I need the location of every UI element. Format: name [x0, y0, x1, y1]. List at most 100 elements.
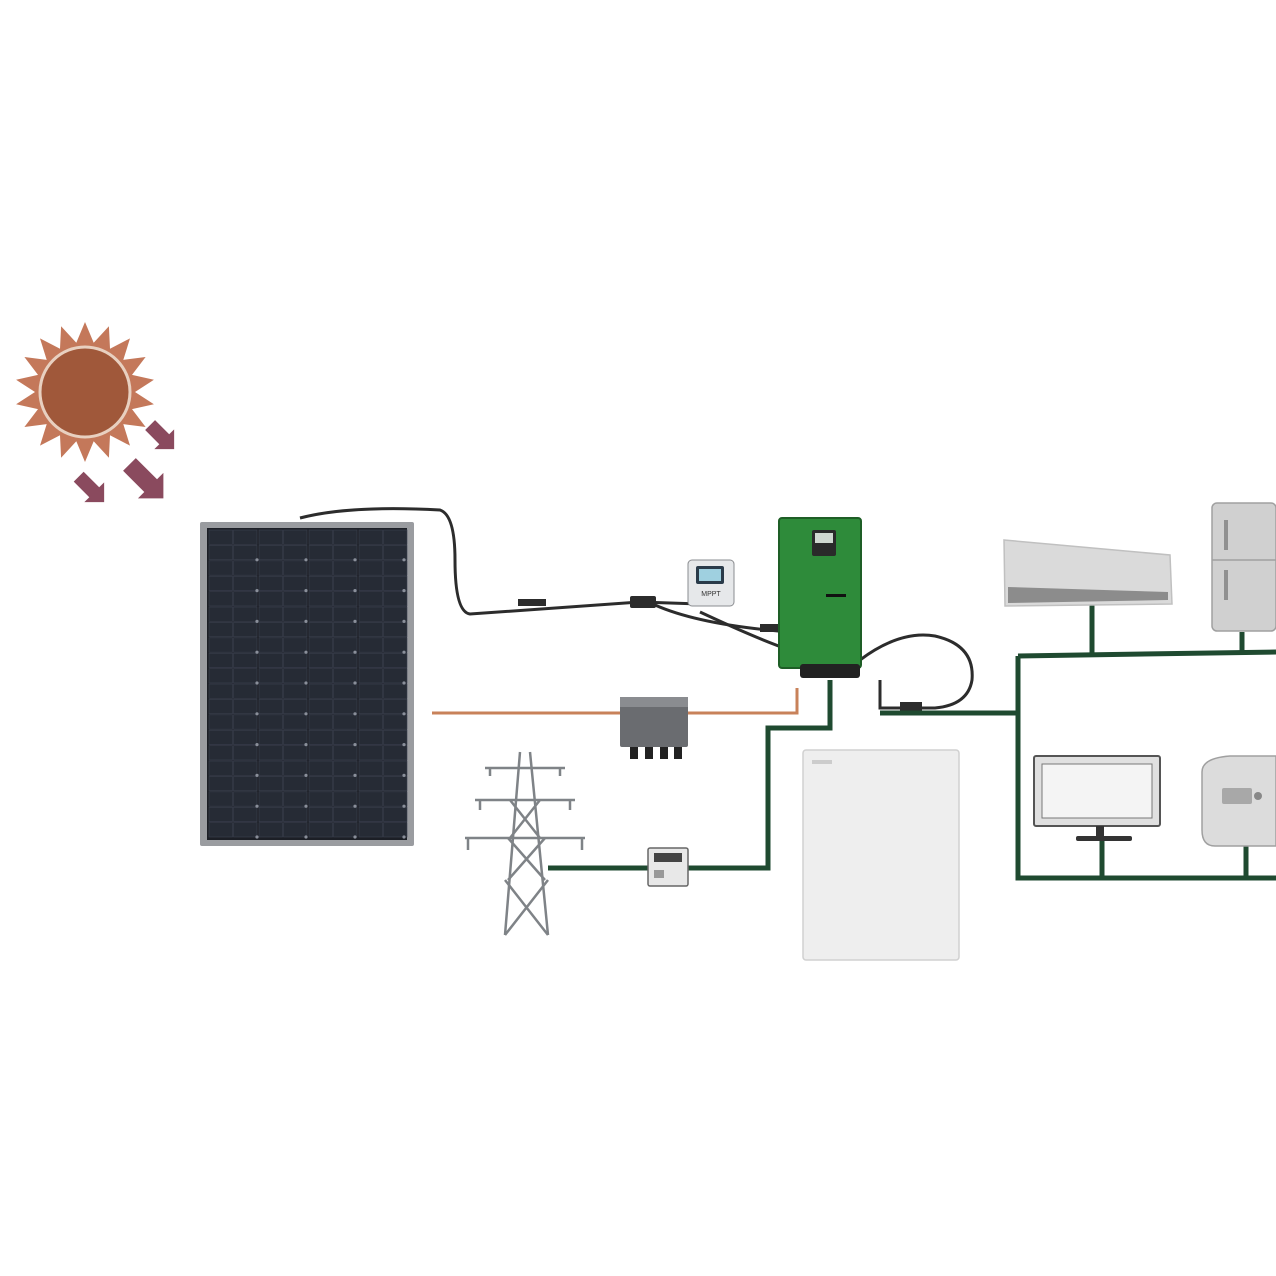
solar-cell — [258, 745, 283, 761]
solar-cell — [283, 791, 308, 807]
sun-icon — [16, 322, 154, 462]
solar-cell — [258, 683, 283, 699]
battery-icon — [802, 749, 960, 961]
solar-cell — [383, 760, 408, 776]
solar-cell — [383, 776, 408, 792]
solar-cell — [233, 560, 258, 576]
solar-cell — [333, 545, 358, 561]
solar-cell — [333, 822, 358, 838]
solar-cell — [258, 529, 283, 545]
solar-cell — [208, 683, 233, 699]
solar-cell — [333, 776, 358, 792]
cell-junction — [255, 619, 259, 624]
solar-cell — [233, 822, 258, 838]
solar-cell — [358, 806, 383, 822]
solar-cell — [383, 545, 408, 561]
cell-junction — [255, 681, 259, 685]
arrow-icon — [73, 471, 105, 503]
solar-cell — [233, 637, 258, 653]
solar-cell — [333, 791, 358, 807]
solar-cell — [383, 560, 408, 576]
solar-cell — [208, 529, 233, 545]
solar-cell — [383, 822, 408, 838]
cell-junction — [402, 650, 406, 654]
solar-cell — [283, 760, 308, 776]
solar-cell — [208, 668, 233, 684]
solar-cell — [358, 606, 383, 622]
junction-box-icon — [620, 697, 688, 759]
solar-cell — [233, 575, 258, 591]
solar-cell — [308, 714, 333, 730]
cell-junction — [402, 712, 406, 716]
solar-cell — [333, 637, 358, 653]
solar-cell — [208, 776, 233, 792]
solar-cell — [358, 683, 383, 699]
solar-cell — [308, 791, 333, 807]
solar-cell — [283, 699, 308, 715]
solar-cell — [233, 683, 258, 699]
solar-cell — [283, 560, 308, 576]
solar-cell — [283, 668, 308, 684]
solar-cell — [258, 760, 283, 776]
cell-junction — [255, 804, 259, 808]
solar-cell — [308, 776, 333, 792]
cable-connector — [518, 599, 546, 606]
cell-junction — [353, 712, 357, 716]
solar-cell — [308, 699, 333, 715]
air-conditioner-icon — [1003, 539, 1173, 607]
cell-junction — [353, 743, 357, 747]
cell-junction — [353, 589, 357, 593]
solar-cell — [233, 668, 258, 684]
solar-cell — [233, 622, 258, 638]
solar-cell — [258, 776, 283, 792]
solar-cell — [333, 560, 358, 576]
solar-cell — [358, 760, 383, 776]
cell-junction — [255, 558, 259, 562]
solar-cell — [208, 760, 233, 776]
cell-junction — [255, 712, 259, 716]
cell-junction — [304, 804, 308, 808]
solar-cell — [308, 729, 333, 745]
solar-cell — [233, 729, 258, 745]
solar-cell — [258, 714, 283, 730]
solar-cell — [283, 591, 308, 607]
solar-cell — [333, 699, 358, 715]
solar-cell — [208, 622, 233, 638]
solar-cell — [308, 652, 333, 668]
solar-cell — [208, 791, 233, 807]
solar-cell — [283, 714, 308, 730]
solar-cell — [308, 683, 333, 699]
solar-cell — [208, 699, 233, 715]
solar-cell — [358, 714, 383, 730]
cell-junction — [353, 558, 357, 562]
charge-controller-icon: MPPT — [687, 559, 735, 607]
solar-cell — [308, 822, 333, 838]
cell-junction — [304, 681, 308, 685]
solar-cell — [358, 637, 383, 653]
cell-junction — [304, 743, 308, 747]
solar-cell — [283, 529, 308, 545]
cell-junction — [304, 619, 308, 624]
solar-cell — [358, 560, 383, 576]
sunlight-arrows — [73, 420, 175, 503]
solar-cell — [208, 545, 233, 561]
solar-cell — [308, 575, 333, 591]
power-tower-icon — [465, 751, 585, 936]
solar-cell — [283, 806, 308, 822]
solar-cell — [283, 575, 308, 591]
arrow-icon — [123, 458, 164, 499]
solar-cell — [358, 652, 383, 668]
cell-junction — [402, 619, 406, 624]
cell-junction — [304, 558, 308, 562]
solar-cell — [308, 591, 333, 607]
solar-cell — [208, 714, 233, 730]
solar-cell — [383, 668, 408, 684]
solar-cell — [383, 637, 408, 653]
solar-cell — [333, 745, 358, 761]
cell-junction — [255, 589, 259, 593]
solar-cell — [308, 529, 333, 545]
cell-junction — [353, 619, 357, 624]
cell-junction — [304, 773, 308, 778]
solar-cell — [233, 806, 258, 822]
